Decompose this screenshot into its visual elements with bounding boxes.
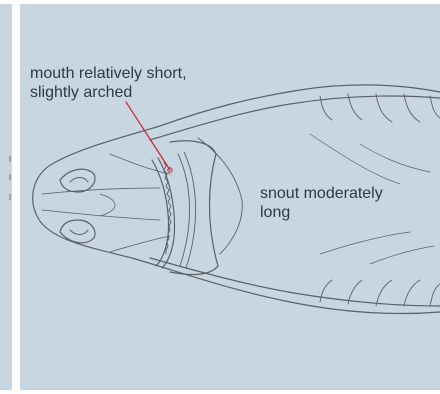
snout-line-2 bbox=[42, 210, 160, 220]
snout-annotation: snout moderately long bbox=[260, 184, 383, 222]
snout-line-5 bbox=[110, 236, 170, 252]
head-underside-contour bbox=[198, 138, 242, 254]
gill-slit-4-top bbox=[404, 94, 420, 122]
ventral-line-4 bbox=[370, 246, 434, 264]
head-outline-lower bbox=[150, 96, 440, 140]
snout-line-3 bbox=[100, 194, 115, 216]
adjacent-panel-marks bbox=[8, 154, 11, 214]
ventral-line-3 bbox=[360, 144, 430, 172]
snout-ridge-lower bbox=[150, 258, 440, 306]
nostril-upper bbox=[60, 169, 95, 192]
gill-slit-3-bottom bbox=[376, 280, 392, 306]
gill-slit-2-top bbox=[348, 94, 362, 120]
gill-slit-3-top bbox=[376, 94, 392, 122]
mouth-annotation: mouth relatively short, slightly arched bbox=[30, 64, 187, 102]
gill-slit-5-bottom bbox=[430, 284, 440, 306]
mouth-inner-3 bbox=[178, 154, 190, 266]
nostril-lower-fold bbox=[70, 230, 88, 235]
snout-line-1 bbox=[42, 188, 160, 194]
nostril-upper-fold bbox=[70, 178, 88, 183]
illustration-panel: mouth relatively short, slightly arched … bbox=[20, 4, 440, 390]
ventral-line-2 bbox=[320, 232, 410, 254]
ventral-line-1 bbox=[310, 134, 400, 184]
gill-slit-4-bottom bbox=[404, 280, 420, 306]
adjacent-panel-edge bbox=[0, 4, 12, 390]
mouth-outer bbox=[170, 141, 218, 275]
gill-slit-5-top bbox=[430, 96, 440, 118]
